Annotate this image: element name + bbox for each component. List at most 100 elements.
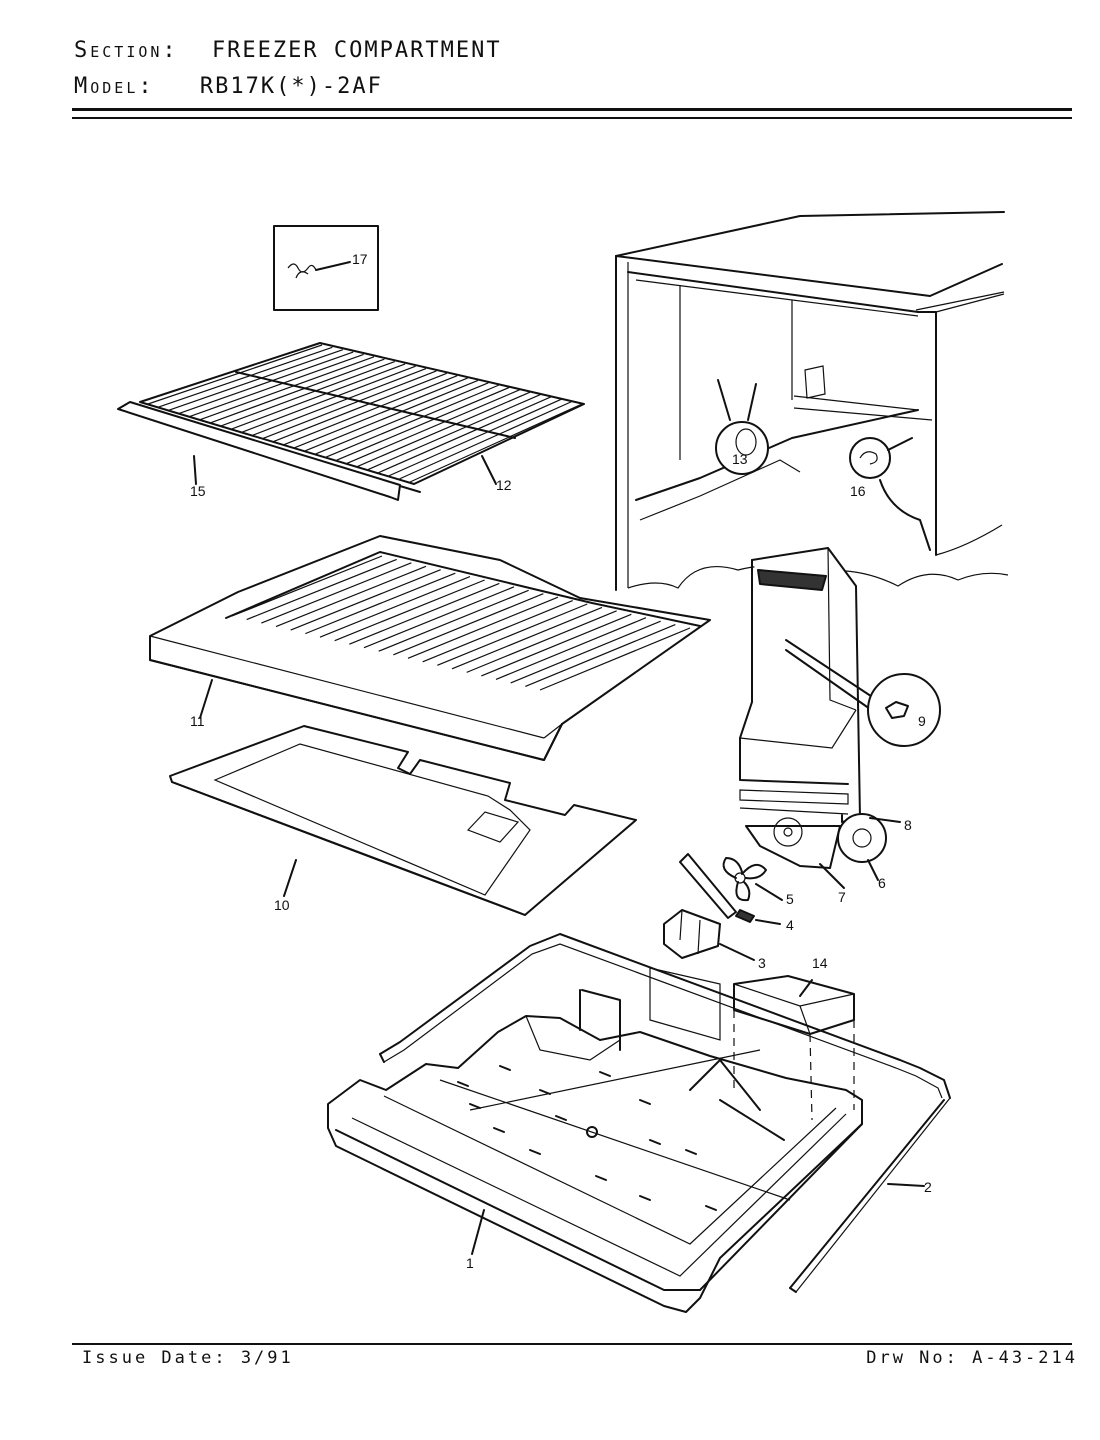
part-2-frame-gasket	[379, 933, 951, 1293]
tray-rib	[319, 576, 471, 638]
leader-lines	[193, 261, 901, 897]
tray-rib	[539, 627, 691, 691]
shelf-wire	[210, 358, 385, 424]
shelf-wire	[263, 370, 437, 439]
shelf-wire	[378, 396, 552, 474]
shelf-wire	[231, 363, 406, 430]
header-rule-thin	[72, 117, 1072, 119]
shelf-wire	[179, 351, 354, 414]
callout-7: 7	[838, 889, 846, 905]
part-17-inset	[273, 225, 379, 311]
part-9-callout	[867, 673, 941, 747]
shelf-wire	[399, 401, 572, 480]
tray-rib	[349, 582, 500, 645]
part-4-motor-bracket-strap	[679, 853, 781, 925]
shelf-wire	[189, 353, 364, 418]
shelf-wire	[200, 356, 375, 421]
callout-3: 3	[758, 955, 766, 971]
tray-rib	[451, 606, 603, 670]
shelf-wire	[242, 365, 416, 433]
section-label: Section:	[74, 38, 179, 63]
tray-rib	[231, 555, 383, 617]
shelf-wire	[388, 398, 562, 477]
callout-8: 8	[904, 817, 912, 833]
part-6-grommet	[837, 813, 887, 881]
section-value: FREEZER COMPARTMENT	[211, 38, 502, 63]
floor-mark	[599, 1071, 611, 1077]
shelf-wire	[367, 394, 541, 471]
shelf-wire	[409, 403, 583, 483]
callout-labels: 1 2 3 4 5 6 7 8 9 10 11 12 13 14 15 16 1…	[190, 251, 932, 1271]
floor-mark	[595, 1175, 607, 1181]
tray-rib	[363, 586, 515, 649]
floor-mark	[639, 1195, 651, 1201]
tray-rib	[275, 565, 427, 628]
part-16-callout	[849, 437, 913, 479]
shelf-wire	[273, 372, 448, 442]
tray-rib	[407, 596, 559, 659]
part-12-wire-shelf	[139, 342, 585, 493]
part-11-tray-shelf	[149, 535, 711, 761]
tray-rib	[290, 569, 441, 631]
floor-mark	[457, 1081, 469, 1087]
tray-rib	[481, 613, 632, 677]
callout-13: 13	[732, 451, 748, 467]
part-7-motor-bracket	[745, 817, 845, 889]
callout-2: 2	[924, 1179, 932, 1195]
model-value: RB17K(*)-2AF	[199, 74, 383, 99]
shelf-wire	[158, 346, 333, 408]
shelf-wire	[325, 384, 500, 458]
model-label: Model:	[74, 74, 155, 99]
floor-mark	[539, 1089, 551, 1095]
tray-rib	[378, 589, 529, 652]
header-rule-thick	[72, 108, 1072, 111]
floor-mark	[685, 1149, 697, 1155]
shelf-wire	[284, 375, 458, 446]
shelf-wire	[346, 389, 520, 464]
part-3-fan-motor	[663, 909, 755, 961]
tray-rib	[334, 579, 485, 642]
callout-17: 17	[352, 251, 368, 267]
floor-mark	[639, 1099, 651, 1105]
issue-date: Issue Date: 3/91	[82, 1348, 294, 1368]
floor-mark	[555, 1115, 567, 1121]
part-14-duct-cover	[733, 975, 855, 1121]
model-line: Model: RB17K(*)-2AF	[74, 74, 383, 99]
callout-6: 6	[878, 875, 886, 891]
tray-rib	[437, 603, 588, 666]
tray-rib	[466, 610, 617, 673]
part-8-air-duct	[739, 547, 887, 823]
tray-rib	[525, 624, 676, 688]
callout-15: 15	[190, 483, 206, 499]
part-13-callout	[715, 379, 769, 475]
section-line: Section: FREEZER COMPARTMENT	[74, 38, 502, 63]
shelf-wire	[357, 391, 531, 467]
shelf-wire	[168, 349, 343, 411]
floor-mark	[705, 1205, 717, 1211]
floor-mark	[529, 1149, 541, 1155]
tray-rib	[422, 600, 573, 663]
callout-10: 10	[274, 897, 290, 913]
callout-4: 4	[786, 917, 794, 933]
floor-mark	[493, 1127, 505, 1133]
callout-1: 1	[466, 1255, 474, 1271]
shelf-wire	[221, 360, 396, 427]
floor-mark	[649, 1139, 661, 1145]
tray-rib	[305, 572, 456, 635]
shelf-wire	[315, 382, 489, 455]
shelf-wire	[304, 379, 479, 452]
callout-12: 12	[496, 477, 512, 493]
part-5-fan-blade	[722, 857, 783, 902]
freezer-cabinet	[615, 211, 1009, 591]
callout-16: 16	[850, 483, 866, 499]
shelf-wire	[336, 386, 510, 461]
tray-rib	[246, 558, 397, 621]
tray-rib	[393, 593, 544, 656]
callout-11: 11	[190, 713, 205, 729]
part-10-cover-sheet	[169, 725, 637, 916]
callout-5: 5	[786, 891, 794, 907]
shelf-wire	[147, 344, 323, 405]
callout-14: 14	[812, 955, 828, 971]
floor-mark	[499, 1065, 511, 1071]
